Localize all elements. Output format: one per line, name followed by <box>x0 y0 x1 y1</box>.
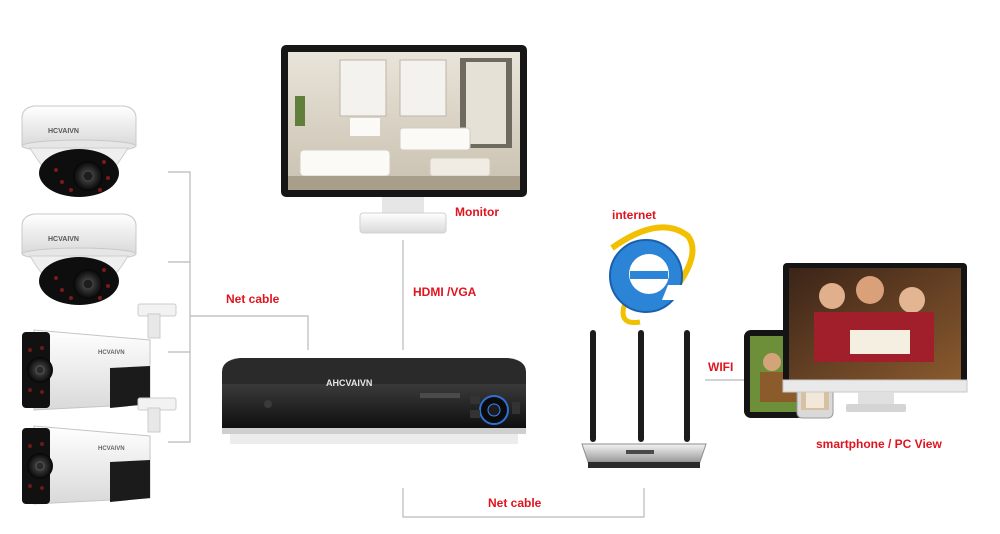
dome-camera-1: HCVAIVN <box>21 105 137 197</box>
camera-brand-1: HCVAIVN <box>48 128 79 135</box>
camera-bus-line <box>168 171 191 443</box>
camera-brand-4: HCVAIVN <box>98 446 125 452</box>
bullet-camera-2: HCVAIVN <box>22 397 177 505</box>
pc-monitor-icon <box>782 263 968 412</box>
viewers-label: smartphone / PC View <box>816 437 942 451</box>
camera-brand-2: HCVAIVN <box>48 236 79 243</box>
dvr-brand: AHCVAIVN <box>326 378 372 388</box>
wifi-label: WIFI <box>708 360 734 374</box>
dome-camera-2: HCVAIVN <box>21 213 137 305</box>
net-cable-left-label: Net cable <box>226 292 280 306</box>
wiring <box>168 171 745 518</box>
dvr-icon: AHCVAIVN <box>222 358 526 444</box>
monitor-icon <box>281 45 527 234</box>
internet-label: internet <box>612 208 657 222</box>
router-icon <box>581 330 707 468</box>
net-cable-bottom-line <box>402 488 645 518</box>
hdmi-vga-label: HDMI /VGA <box>413 285 477 299</box>
net-cable-left-line <box>190 315 309 350</box>
net-cable-bottom-label: Net cable <box>488 496 542 510</box>
camera-brand-3: HCVAIVN <box>98 350 125 356</box>
bullet-camera-1: HCVAIVN <box>22 303 177 411</box>
monitor-label: Monitor <box>455 205 499 219</box>
internet-explorer-icon <box>609 224 696 326</box>
